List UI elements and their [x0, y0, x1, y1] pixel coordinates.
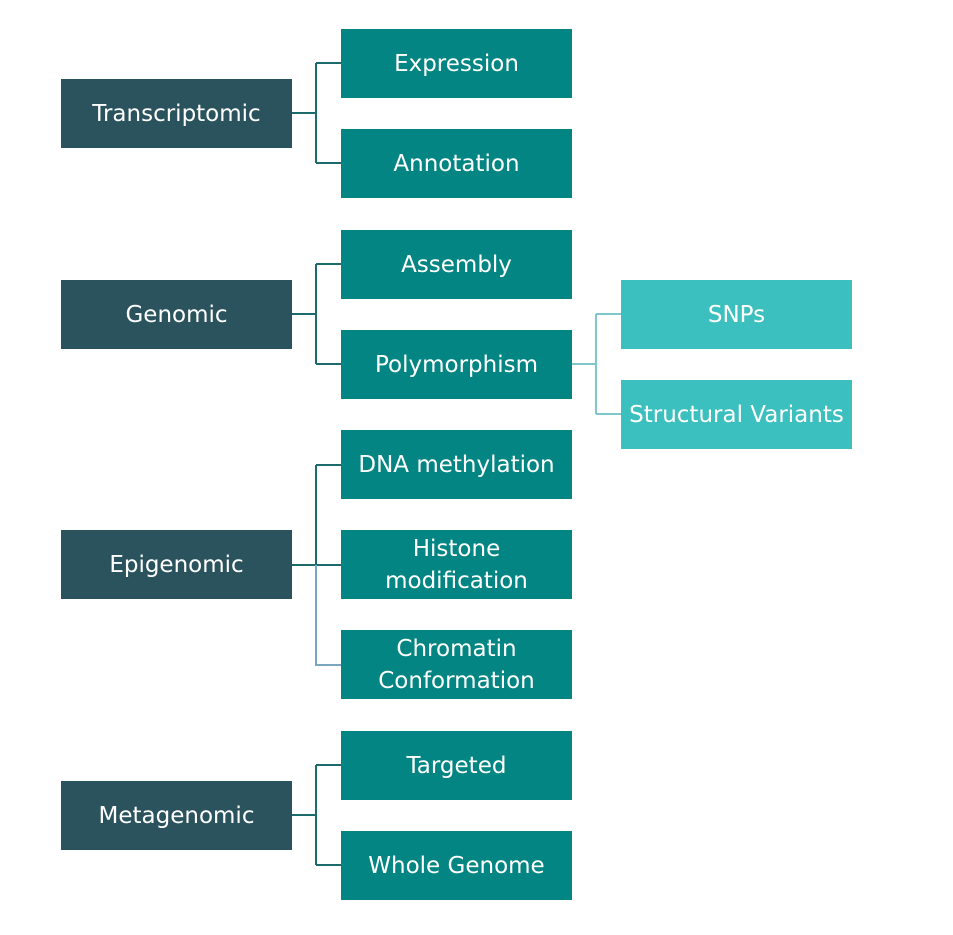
connector-epigenomic-lower: [315, 565, 341, 666]
connector-metagenomic: [292, 764, 341, 866]
category-genomic: Genomic: [61, 280, 292, 349]
node-whole-genome: Whole Genome: [341, 831, 572, 900]
node-label: Expression: [394, 50, 519, 77]
node-label: Annotation: [393, 150, 520, 177]
node-label: DNA methylation: [358, 451, 555, 478]
node-label: Targeted: [406, 752, 507, 779]
node-label: Polymorphism: [374, 351, 538, 378]
node-structural-variants: Structural Variants: [621, 380, 852, 449]
category-label: Metagenomic: [98, 802, 255, 829]
category-label: Genomic: [125, 301, 228, 328]
category-label: Transcriptomic: [92, 100, 261, 127]
category-epigenomic: Epigenomic: [61, 530, 292, 599]
node-label: SNPs: [707, 301, 766, 328]
category-metagenomic: Metagenomic: [61, 781, 292, 850]
connector-transcriptomic: [292, 62, 341, 164]
node-label: Histone modification: [385, 535, 528, 594]
node-targeted: Targeted: [341, 731, 572, 800]
node-label: Chromatin Conformation: [378, 635, 535, 694]
node-label: Whole Genome: [368, 852, 545, 879]
category-label: Epigenomic: [109, 551, 244, 578]
node-expression: Expression: [341, 29, 572, 98]
node-histone-modification: Histone modification: [341, 530, 572, 599]
node-dna-methylation: DNA methylation: [341, 430, 572, 499]
node-snps: SNPs: [621, 280, 852, 349]
connector-polymorphism: [572, 313, 621, 415]
node-polymorphism: Polymorphism: [341, 330, 572, 399]
connector-genomic: [292, 263, 341, 365]
node-assembly: Assembly: [341, 230, 572, 299]
node-chromatin-conformation: Chromatin Conformation: [341, 630, 572, 699]
connector-epigenomic: [292, 464, 341, 566]
node-label: Assembly: [401, 251, 512, 278]
node-label: Structural Variants: [629, 401, 844, 428]
node-annotation: Annotation: [341, 129, 572, 198]
category-transcriptomic: Transcriptomic: [61, 79, 292, 148]
